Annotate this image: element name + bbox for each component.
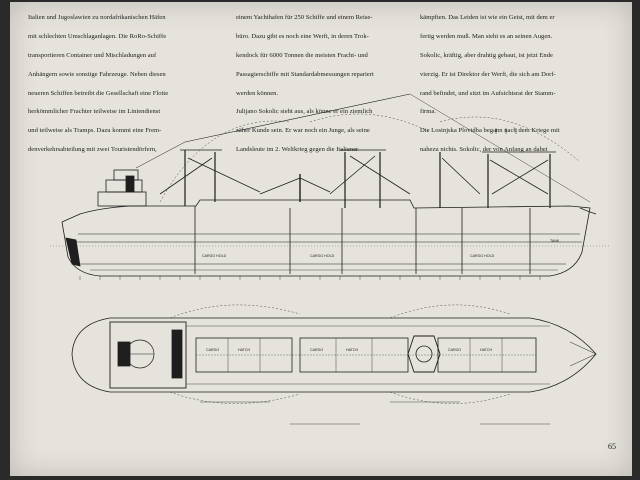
- text-line: Anhängern sowie sonstige Fahrzeuge. Nebe…: [28, 70, 166, 78]
- tank-label: TANK: [550, 239, 560, 243]
- text-line: Julijano Sokolic sieht aus, als könne er…: [236, 108, 373, 116]
- text-column-3: kämpften. Das Leiden ist wie ein Geist, …: [420, 4, 620, 164]
- hatch-label-1: HATCH: [238, 348, 251, 352]
- cargo-label-3: CARGO: [448, 348, 461, 352]
- text-line: mit schlechten Umschlaganlagen. Die RoRo…: [28, 33, 167, 41]
- text-line: kendock für 6000 Tonnen die meisten Frac…: [236, 52, 368, 60]
- page-number: 65: [608, 442, 616, 451]
- hold-label-2: CARGO HOLD: [310, 254, 335, 258]
- book-page: Italien und Jugoslawien zu nordafrikanis…: [10, 2, 632, 476]
- cargo-label-2: CARGO: [310, 348, 323, 352]
- text-line: herkömmlicher Frachter teilweise im Lini…: [28, 108, 161, 116]
- text-line: rand befindet, und sitzt im Aufsichtsrat…: [420, 89, 556, 97]
- text-line: Sokolic, kräftig, aber drahtig gebaut, i…: [420, 52, 553, 60]
- hold-label-3: CARGO HOLD: [470, 254, 495, 258]
- text-line: kämpften. Das Leiden ist wie ein Geist, …: [420, 14, 555, 22]
- text-line: firma.: [420, 108, 436, 116]
- text-line: fertig werden muß. Man sieht es an seine…: [420, 33, 553, 41]
- text-line: zäher Kunde sein. Er war noch ein Junge,…: [236, 127, 370, 135]
- hatch-label-2: HATCH: [346, 348, 359, 352]
- text-line: neueren Schiffen betreibt die Gesellscha…: [28, 89, 169, 97]
- text-column-1: Italien und Jugoslawien zu nordafrikanis…: [28, 4, 233, 164]
- text-line: werden können.: [236, 89, 279, 97]
- text-line: denverkehrsabteilung mit zwei Touristend…: [28, 146, 157, 154]
- text-column-2: einem Yachthafen für 250 Schiffe und ein…: [236, 4, 426, 164]
- text-line: Die Losinjska Plovidba begann nach dem K…: [420, 127, 560, 135]
- ship-profile-view: [50, 93, 610, 280]
- text-line: büro. Dazu gibt es noch eine Werft, in d…: [236, 33, 369, 41]
- text-line: nahezu nichts. Sokolic, der von Anfang a…: [420, 146, 548, 154]
- text-line: einem Yachthafen für 250 Schiffe und ein…: [236, 14, 373, 22]
- text-line: Landsleute im 2. Weltkrieg gegen die Ita…: [236, 146, 359, 154]
- text-line: transportieren Container und Mischladung…: [28, 52, 157, 60]
- hold-label-1: CARGO HOLD: [202, 254, 227, 258]
- hatch-label-3: HATCH: [480, 348, 493, 352]
- text-line: vierzig. Er ist Direktor der Werft, die …: [420, 70, 556, 78]
- text-line: Italien und Jugoslawien zu nordafrikanis…: [28, 14, 166, 22]
- ship-plan-view: [71, 304, 597, 425]
- text-line: und teilweise als Tramps. Dazu kommt ein…: [28, 127, 162, 135]
- cargo-label-1: CARGO: [206, 348, 219, 352]
- text-line: Passagierschiffe mit Standardabmessungen…: [236, 70, 374, 78]
- ship-drawing: CARGO HOLD CARGO HOLD CARGO HOLD: [50, 93, 610, 425]
